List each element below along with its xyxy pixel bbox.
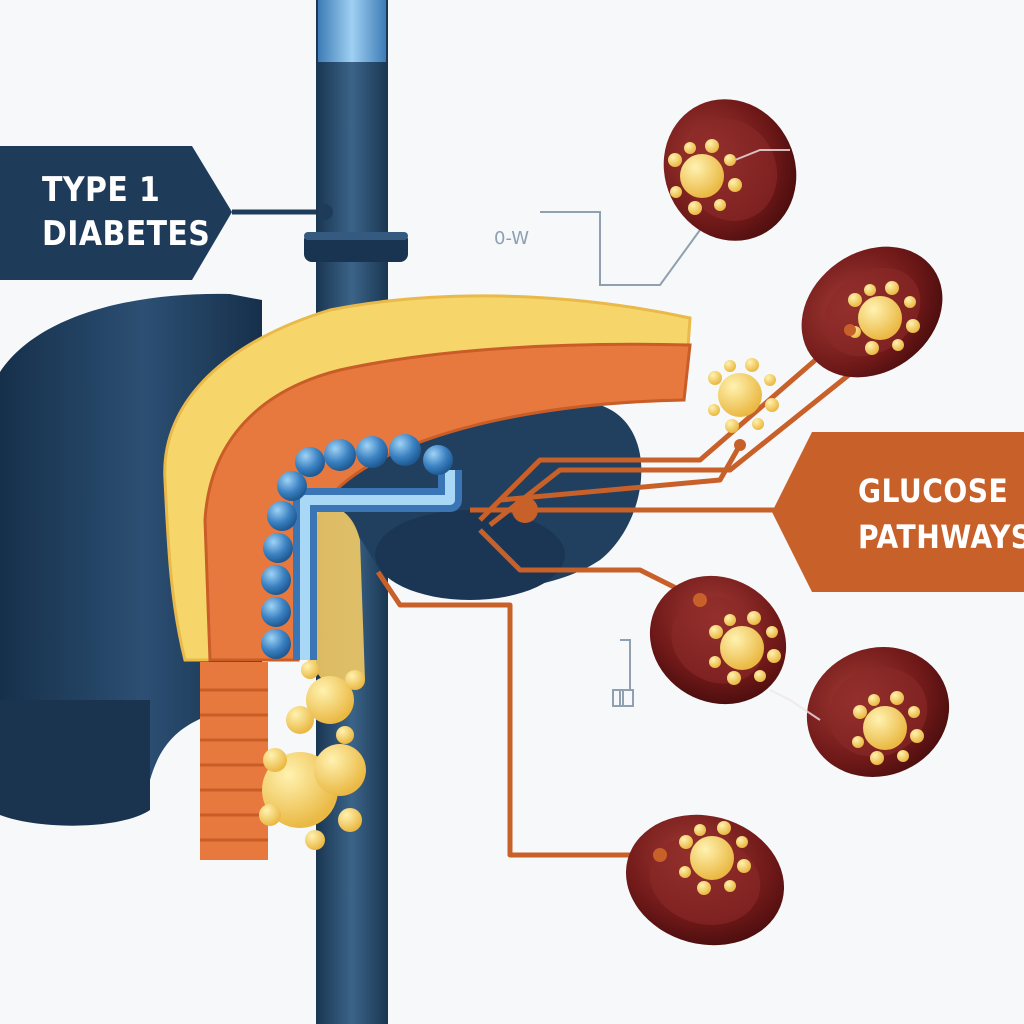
plug-icon <box>612 689 634 707</box>
cell-highlights <box>734 149 821 721</box>
small-mark: 0-W <box>494 228 529 249</box>
glucose-pathways-label: GLUCOSE PATHWAYS <box>858 468 1024 560</box>
glucose-cluster <box>668 139 742 215</box>
pathway-end-dots <box>653 324 856 862</box>
type1-diabetes-banner <box>0 146 333 280</box>
glucose-cluster-vessel <box>259 661 366 850</box>
glucose-cluster <box>709 611 781 685</box>
glucose-cluster <box>679 821 751 895</box>
label-line: GLUCOSE <box>858 472 1009 510</box>
pancreatic-duct <box>261 434 462 660</box>
red-blood-cell <box>625 814 785 946</box>
glucose-cluster <box>852 691 924 765</box>
label-line: DIABETES <box>42 214 211 254</box>
glucose-pathways-banner <box>772 432 1024 592</box>
duct-beads <box>261 434 453 659</box>
glucose-cluster <box>708 358 779 433</box>
pathway-junction <box>512 497 538 523</box>
type1-diabetes-label: TYPE 1 DIABETES <box>42 168 210 256</box>
label-line: PATHWAYS <box>858 518 1024 556</box>
label-line: TYPE 1 <box>42 170 161 210</box>
red-blood-cell <box>663 99 797 241</box>
